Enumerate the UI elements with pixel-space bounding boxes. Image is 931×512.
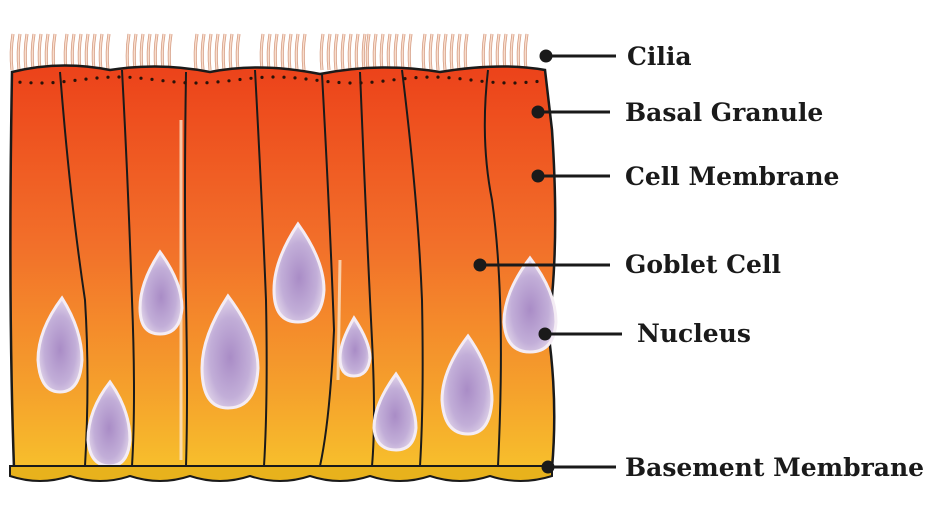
basal-granule-dot — [128, 76, 131, 79]
basal-granule-dot — [491, 81, 494, 84]
basal-granule-dot — [51, 81, 54, 84]
basal-granule-dot — [106, 76, 109, 79]
basal-granule-dot — [205, 81, 208, 84]
epithelial-tissue — [10, 65, 556, 481]
basal-granule-dot — [436, 76, 439, 79]
basal-granule-dot — [62, 80, 65, 83]
basal-granule-dot — [150, 78, 153, 81]
goblet-cell-label: Goblet Cell — [625, 250, 781, 279]
basement-membrane — [10, 466, 552, 481]
basal-granule-dot — [293, 76, 296, 79]
basal-granule-dot — [381, 80, 384, 83]
basal-granule-dot — [227, 79, 230, 82]
basal-granule-dot — [469, 78, 472, 81]
basal-granule-dot — [447, 76, 450, 79]
basal-granule-dot — [315, 79, 318, 82]
goblet-cell-pointer-dot — [475, 260, 485, 270]
labels: Cilia Basal Granule Cell Membrane Goblet… — [625, 42, 924, 482]
cell-membrane-pointer-dot — [533, 171, 543, 181]
basal-granule-dot — [194, 81, 197, 84]
basal-granule-dot — [95, 76, 98, 79]
basal-granule-dot — [238, 78, 241, 81]
basal-granule-dot — [40, 81, 43, 84]
basal-granule-dot — [502, 81, 505, 84]
basal-granule-dot — [414, 76, 417, 79]
basal-granule-dot — [524, 81, 527, 84]
basal-granule-label: Basal Granule — [625, 98, 823, 127]
basal-granule-dot — [216, 80, 219, 83]
basal-granule-dot — [535, 80, 538, 83]
basal-granule-dot — [117, 75, 120, 78]
nucleus-label: Nucleus — [637, 319, 751, 348]
basal-granule-dot — [282, 76, 285, 79]
basal-granule-dot — [84, 78, 87, 81]
basal-granule-dot — [161, 79, 164, 82]
basal-granule-dot — [403, 77, 406, 80]
basal-granule-dot — [348, 81, 351, 84]
cilia-pointer-dot — [541, 51, 551, 61]
basal-granule-dot — [29, 81, 32, 84]
basal-granule-dot — [326, 80, 329, 83]
basal-granule-dot — [260, 76, 263, 79]
basement-membrane-label: Basement Membrane — [625, 453, 924, 482]
basal-granule-dot — [392, 78, 395, 81]
basal-granule-dot — [425, 76, 428, 79]
basal-granule-dot — [183, 81, 186, 84]
basal-granule-dot — [139, 77, 142, 80]
cell-membrane-label: Cell Membrane — [625, 162, 839, 191]
basal-granule-dot — [304, 77, 307, 80]
nucleus-pointer-dot — [540, 329, 550, 339]
basal-granule-dot — [172, 80, 175, 83]
basement-membrane-pointer-dot — [543, 462, 553, 472]
basal-granule-dot — [458, 77, 461, 80]
basal-granule-dot — [249, 77, 252, 80]
basal-granule-dot — [359, 81, 362, 84]
basal-granule-dot — [337, 81, 340, 84]
basal-granule-dot — [513, 81, 516, 84]
cilia-label: Cilia — [627, 42, 692, 71]
cilia-tufts — [11, 34, 527, 70]
basal-granule-dot — [370, 81, 373, 84]
basal-granule-dot — [271, 75, 274, 78]
basal-granule-pointer-dot — [533, 107, 543, 117]
basal-granule-dot — [18, 81, 21, 84]
basal-granule-dot — [73, 79, 76, 82]
basal-granule-dot — [480, 80, 483, 83]
